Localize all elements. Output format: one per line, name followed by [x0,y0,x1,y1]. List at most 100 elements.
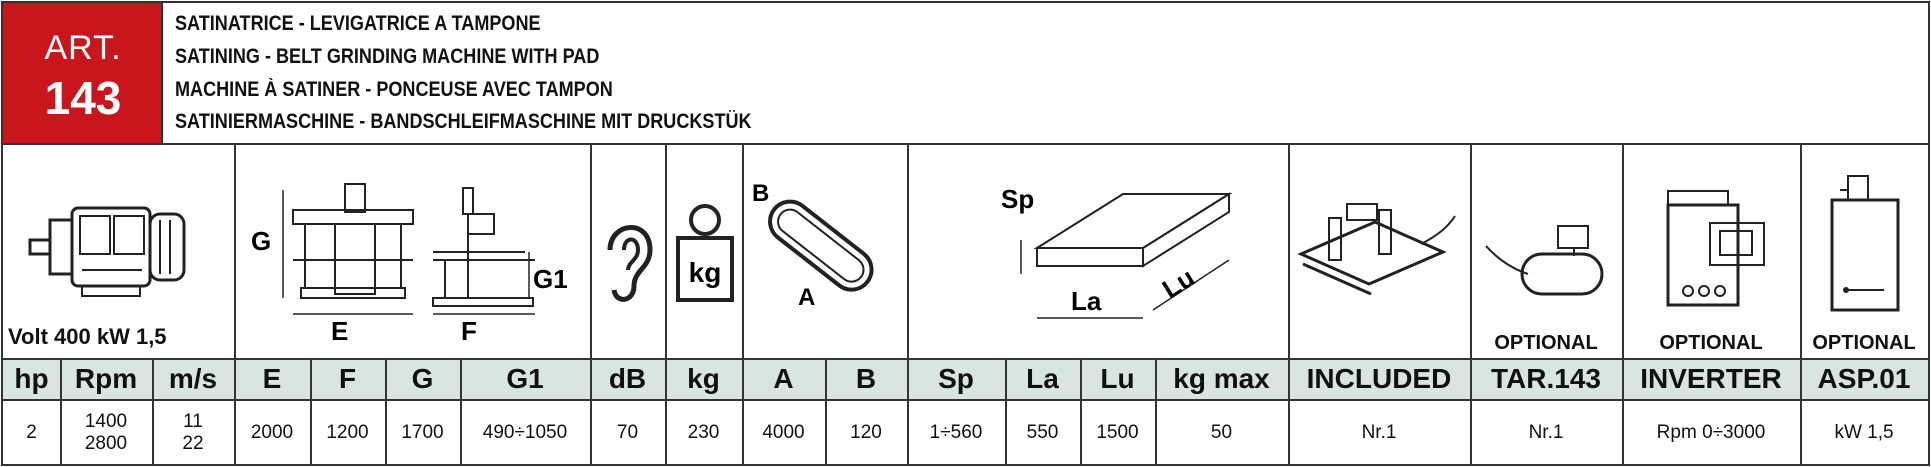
machine-front-view-icon: G E [251,183,414,345]
header-cell: La [1026,363,1059,394]
divider [665,358,667,466]
data-cell-db: 70 [590,400,665,466]
cell-value: 120 [850,422,882,443]
inverter-icon [1666,190,1765,307]
divider [1470,143,1472,359]
cell-value: Rpm 0÷3000 [1656,422,1766,443]
cell-value: 1÷560 [929,422,983,443]
cell-value: Nr.1 [1528,422,1564,443]
cell-value: 1500 [1096,422,1139,443]
divider [1470,358,1472,466]
header-cell: Sp [938,363,974,394]
divider [1080,358,1082,466]
article-badge: ART. 143 [3,3,163,143]
cell-value: 230 [687,422,720,443]
data-cell-e: 2000 [234,400,310,466]
dimension-f-label: F [461,316,477,345]
belt-width-b-label: B [752,180,769,207]
header-bottom-rule [3,399,1928,401]
header-cell: Rpm [74,363,138,394]
data-cell-a: 4000 [742,400,825,466]
divider [665,143,667,359]
header-cell: G [411,363,434,394]
divider [1155,358,1157,466]
header-row-background [3,358,1928,400]
roller-accessory-icon [1485,225,1604,296]
cell-value: 11 [183,411,203,432]
data-cell-inverter: Rpm 0÷3000 [1622,400,1800,466]
divider [460,358,462,466]
cell-value: 4000 [762,422,805,443]
cell-value: 70 [616,422,639,443]
article-number: 143 [44,72,122,124]
belt-length-a-label: A [798,284,815,311]
data-cell-lu: 1500 [1080,400,1155,466]
motor-icon [28,206,186,297]
cell-value: 550 [1026,422,1059,443]
cell-value: 1200 [326,422,369,443]
title-german: SATINIERMASCHINE - BANDSCHLEIFMASCHINE M… [175,110,752,133]
dimension-e-label: E [331,316,348,345]
header-cell: E [262,363,282,394]
weight-icon-label: kg [689,257,722,288]
header-cell: INVERTER [1640,363,1782,394]
optional-inverter-label: OPTIONAL [1659,331,1763,354]
dimension-g1-label: G1 [533,264,568,294]
header-cell: m/s [168,363,218,394]
divider [234,143,236,359]
data-cell-b: 120 [825,400,907,466]
data-cell-included: Nr.1 [1288,400,1470,466]
data-cell-la: 550 [1005,400,1080,466]
divider [590,143,592,359]
divider [385,358,387,466]
data-cell-sp: 1÷560 [907,400,1005,466]
data-cell-tar: Nr.1 [1470,400,1622,466]
data-cell-kg-max: 50 [1155,400,1288,466]
cell-value: Nr.1 [1361,422,1397,443]
divider [310,358,312,466]
motor-spec-label: Volt 400 kW 1,5 [8,324,167,349]
title-french: MACHINE À SATINER - PONCEUSE AVEC TAMPON [175,78,613,101]
header-cell: G1 [506,363,544,394]
header-cell: TAR.143 [1491,363,1601,394]
cell-value: 1700 [401,422,444,443]
divider [1288,358,1290,466]
divider [590,358,592,466]
header-cell: kg [687,363,720,394]
article-label: ART. [44,29,122,67]
divider [742,358,744,466]
header-cell: Lu [1100,363,1135,394]
ear-icon [607,225,653,302]
header-cell: dB [608,363,647,394]
header-cell: ASP.01 [1817,363,1911,394]
divider [234,358,236,466]
cell-value: 2000 [250,422,294,443]
panel-dimensions-icon: Sp La Lu [1001,184,1233,319]
divider [825,358,827,466]
header-cell: INCLUDED [1306,363,1452,394]
divider [60,358,62,466]
header-cell: kg max [1173,363,1270,394]
cell-value: 50 [1210,422,1233,443]
optional-asp-label: OPTIONAL [1812,331,1916,354]
panel-thickness-sp-label: Sp [1001,184,1034,214]
header-cell: F [338,363,357,394]
cell-value: kW 1,5 [1834,422,1894,443]
header-cell: B [855,363,877,394]
cell-value: 490÷1050 [482,422,568,443]
aspirator-icon [1830,175,1900,312]
divider [907,358,909,466]
title-divider [3,143,1928,145]
header-top-rule [3,358,1928,360]
divider [1622,143,1624,359]
divider [907,143,909,359]
data-cell-asp: kW 1,5 [1800,400,1928,466]
pad-assembly-icon [1297,203,1456,296]
divider [1288,143,1290,359]
title-english: SATINING - BELT GRINDING MACHINE WITH PA… [175,45,600,68]
data-cell-g: 1700 [385,400,460,466]
weight-icon: kg [676,204,734,302]
